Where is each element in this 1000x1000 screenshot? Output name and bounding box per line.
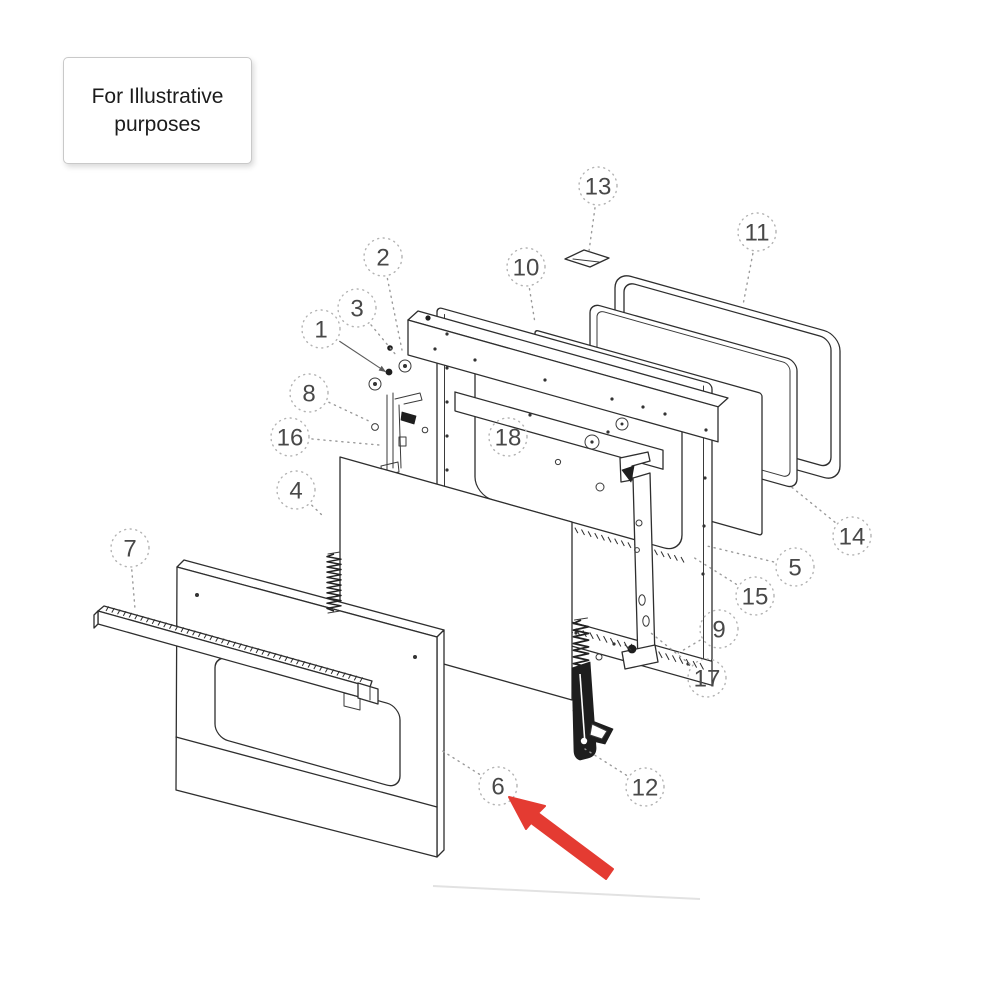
callout-14: 14 xyxy=(832,516,872,556)
callout-number-13: 13 xyxy=(585,174,612,201)
leader-line-6 xyxy=(440,749,481,775)
screw-hole-dots xyxy=(433,332,708,666)
leader-line-5 xyxy=(706,545,775,563)
washer xyxy=(368,377,382,391)
leader-line-11 xyxy=(742,252,754,306)
callout-number-1: 1 xyxy=(314,317,327,344)
leader-line-12 xyxy=(584,748,628,776)
leader-line-3 xyxy=(370,324,397,356)
callout-number-3: 3 xyxy=(350,296,363,323)
callout-number-11: 11 xyxy=(745,220,770,247)
screw xyxy=(421,426,429,434)
callout-16: 16 xyxy=(270,417,310,457)
leader-line-7 xyxy=(131,569,136,610)
callout-1: 1 xyxy=(301,309,341,349)
callout-10: 10 xyxy=(506,247,546,287)
callout-8: 8 xyxy=(289,373,329,413)
leader-line-2 xyxy=(386,277,403,351)
callout-number-6: 6 xyxy=(491,774,504,801)
leader-line-4 xyxy=(311,504,325,518)
illustrative-note-line2: purposes xyxy=(114,112,201,136)
callout-number-17: 17 xyxy=(694,666,721,693)
callout-number-4: 4 xyxy=(289,478,302,505)
callout-4: 4 xyxy=(276,470,316,510)
callout-18: 18 xyxy=(488,417,528,457)
spring-left xyxy=(326,551,342,614)
door-crease xyxy=(175,736,438,808)
leader-line-1 xyxy=(339,340,387,373)
callout-3: 3 xyxy=(337,288,377,328)
callout-number-5: 5 xyxy=(788,555,801,582)
callout-number-2: 2 xyxy=(376,245,389,272)
callout-12: 12 xyxy=(625,767,665,807)
handle-grip-hatching xyxy=(105,606,364,683)
hinge-arm-12 xyxy=(571,661,614,761)
leader-arrowhead-1 xyxy=(378,365,386,372)
ground-shadow-line xyxy=(432,885,701,900)
leader-line-17 xyxy=(650,632,691,665)
leader-line-13 xyxy=(588,207,596,252)
callout-15: 15 xyxy=(735,576,775,616)
callout-2: 2 xyxy=(363,237,403,277)
leader-line-10 xyxy=(528,288,536,324)
leader-line-14 xyxy=(788,484,836,523)
callout-number-8: 8 xyxy=(302,381,315,408)
window-cross-bar xyxy=(454,391,664,470)
callout-6: 6 xyxy=(478,766,518,806)
callout-5: 5 xyxy=(775,547,815,587)
wing-screw xyxy=(627,644,637,654)
hinge-rail-9 xyxy=(595,451,659,670)
callout-number-9: 9 xyxy=(712,617,725,644)
leader-lines-layer xyxy=(131,207,836,776)
illustrative-note-line1: For Illustrative xyxy=(91,85,224,108)
top-rail-10 xyxy=(407,310,729,443)
panel-bosses xyxy=(554,417,629,492)
door-handle-7 xyxy=(93,605,379,711)
callout-11: 11 xyxy=(737,212,777,252)
callout-17: 17 xyxy=(687,658,727,698)
callout-number-18: 18 xyxy=(495,425,522,452)
leader-line-8 xyxy=(328,401,372,423)
vent-bracket-13 xyxy=(564,249,610,268)
screw xyxy=(425,315,431,321)
illustrative-note: For Illustrative purposes xyxy=(63,57,252,164)
leader-line-9 xyxy=(674,639,701,656)
door-front-panel-6 xyxy=(175,559,445,858)
callout-13: 13 xyxy=(578,166,618,206)
callout-number-10: 10 xyxy=(513,255,540,282)
leader-line-16 xyxy=(311,438,380,446)
callout-9: 9 xyxy=(699,609,739,649)
leader-line-15 xyxy=(692,556,738,585)
callout-7: 7 xyxy=(110,528,150,568)
mount-bracket-8 xyxy=(380,392,423,476)
callout-number-7: 7 xyxy=(123,536,136,563)
callout-number-15: 15 xyxy=(742,584,769,611)
red-arrow xyxy=(508,796,614,880)
screw xyxy=(385,368,393,376)
callout-number-16: 16 xyxy=(277,425,304,452)
washer xyxy=(398,359,412,373)
screw xyxy=(371,423,379,431)
callout-number-14: 14 xyxy=(839,524,866,551)
callout-number-12: 12 xyxy=(632,775,659,802)
